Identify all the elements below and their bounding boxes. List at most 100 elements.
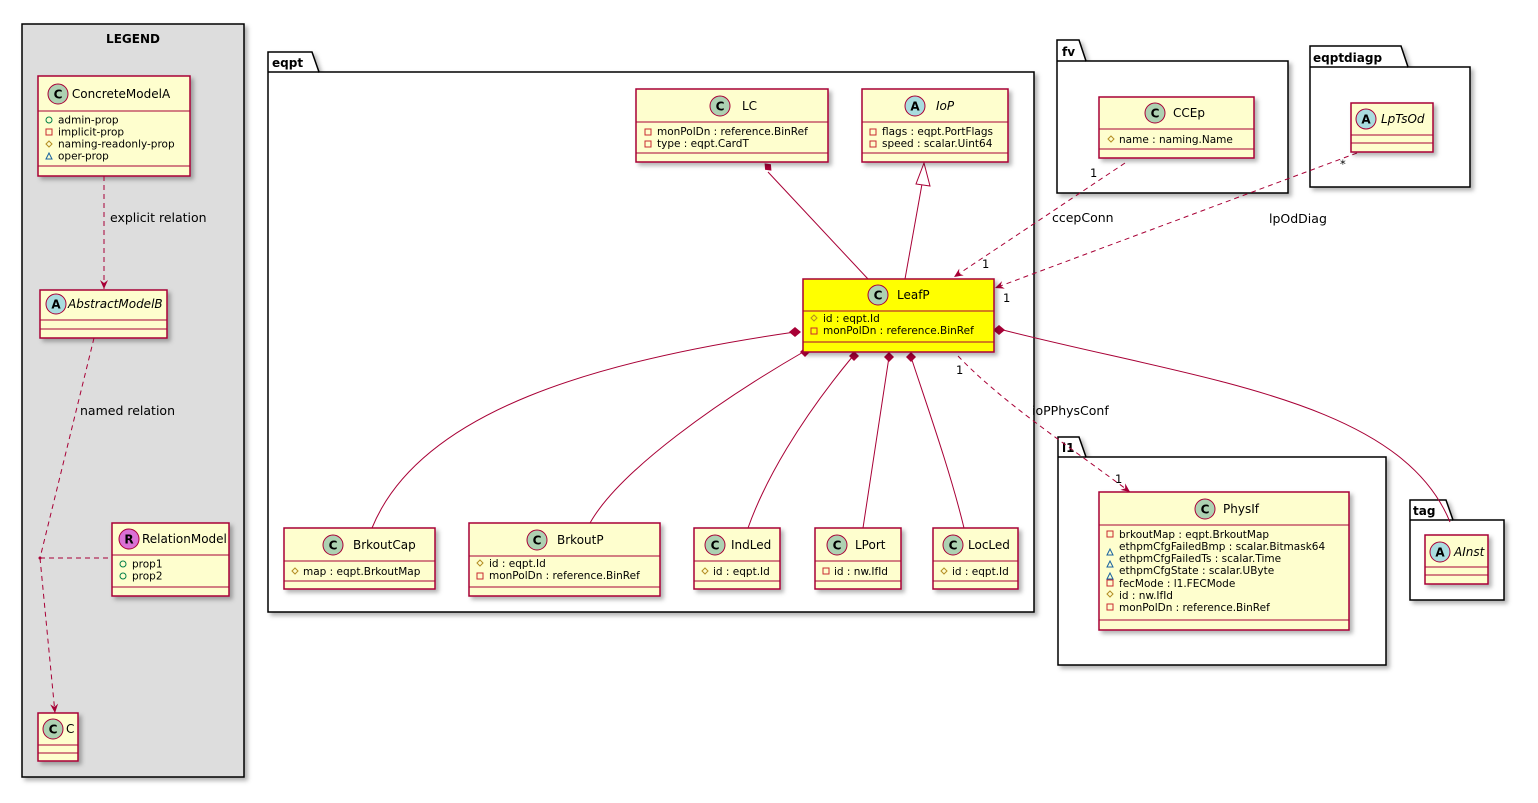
- attr-row: speed : scalar.Uint64: [882, 138, 993, 150]
- legend-abstract-class[interactable]: A AbstractModelB: [39, 289, 168, 339]
- class-a-icon: [1355, 108, 1377, 130]
- class-name: BrkoutCap: [353, 538, 416, 552]
- class-ccep[interactable]: C CCEp name : naming.Name: [1098, 96, 1255, 159]
- composition-diamond: [884, 352, 894, 362]
- package-name: tag: [1413, 504, 1435, 518]
- lpoddiag-arrow: [994, 152, 1358, 289]
- attr-row: id : eqpt.Id: [952, 566, 1009, 578]
- protected-visibility-icon: [45, 140, 53, 148]
- class-physif[interactable]: C PhysIf brkoutMap : eqpt.BrkoutMap ethp…: [1098, 491, 1350, 631]
- class-c-icon: [322, 534, 344, 556]
- class-name: C: [66, 722, 74, 736]
- class-c-icon-letter: C: [533, 534, 542, 548]
- private-visibility-icon: [644, 140, 652, 148]
- composition-diamond: [849, 351, 859, 361]
- multiplicity: 1: [1115, 472, 1122, 486]
- package-name: eqptdiagp: [1313, 51, 1382, 65]
- composition-line: [862, 356, 890, 529]
- class-name: RelationModel: [142, 532, 227, 546]
- package-eqpt: eqpt: [267, 51, 1035, 613]
- named-relation-label: named relation: [80, 403, 175, 418]
- class-name: ConcreteModelA: [72, 87, 171, 101]
- package-visibility-icon: [45, 151, 53, 160]
- composition-line: [371, 331, 796, 529]
- class-leafp[interactable]: C LeafP id : eqpt.Id monPolDn : referenc…: [802, 278, 995, 353]
- attr-row: ethpmCfgFailedTs : scalar.Time: [1119, 553, 1281, 565]
- public-visibility-icon: [119, 560, 127, 568]
- composition-line: [589, 350, 806, 524]
- attr-row: implicit-prop: [58, 127, 124, 139]
- class-c-icon: [1194, 498, 1216, 520]
- private-visibility-icon: [45, 128, 53, 136]
- legend-panel: LEGEND C ConcreteModelA admin-prop impli…: [21, 23, 245, 778]
- class-name: IndLed: [731, 538, 771, 552]
- private-visibility-icon: [810, 327, 818, 335]
- attr-row: prop1: [132, 559, 163, 571]
- private-visibility-icon: [1106, 579, 1114, 587]
- class-name: LocLed: [968, 538, 1010, 552]
- class-c-icon-letter: C: [716, 100, 725, 114]
- class-c-icon: [526, 529, 548, 551]
- package-visibility-icon: [1106, 547, 1114, 556]
- relation-label: ioPPhysConf: [1032, 403, 1109, 418]
- protected-visibility-icon: [476, 559, 484, 567]
- class-lptsod[interactable]: A LpTsOd: [1350, 102, 1434, 153]
- class-c-icon: [867, 284, 889, 306]
- relation-label: ccepConn: [1052, 210, 1114, 225]
- class-c-icon: [704, 534, 726, 556]
- legend-concrete-class[interactable]: C ConcreteModelA admin-prop implicit-pro…: [37, 75, 191, 177]
- composition-line: [747, 355, 854, 529]
- class-ainst[interactable]: A AInst: [1424, 534, 1489, 585]
- attr-row: fecMode : l1.FECMode: [1119, 578, 1235, 590]
- legend-relation-class[interactable]: R RelationModel prop1 prop2: [111, 522, 230, 597]
- private-visibility-icon: [822, 567, 830, 575]
- protected-visibility-icon: [1106, 590, 1114, 598]
- class-c-icon: [47, 83, 69, 105]
- class-indled[interactable]: C IndLed id : eqpt.Id: [693, 527, 781, 590]
- class-c-icon: [826, 534, 848, 556]
- class-name: LeafP: [897, 288, 930, 302]
- multiplicity: 1: [956, 363, 963, 377]
- multiplicity: 1: [1003, 291, 1010, 305]
- class-name: LPort: [855, 538, 886, 552]
- class-locled[interactable]: C LocLed id : eqpt.Id: [932, 527, 1019, 590]
- class-brkoutp[interactable]: C BrkoutP id : eqpt.Id monPolDn : refere…: [468, 522, 661, 597]
- attr-row: ethpmCfgFailedBmp : scalar.Bitmask64: [1119, 541, 1325, 553]
- composition-diamond: [764, 163, 772, 171]
- private-visibility-icon: [476, 572, 484, 580]
- attr-row: id : eqpt.Id: [489, 558, 546, 570]
- class-lc[interactable]: C LC monPolDn : reference.BinRef type : …: [635, 88, 829, 163]
- class-a-icon: [1429, 541, 1451, 563]
- class-iop[interactable]: A IoP flags : eqpt.PortFlags speed : sca…: [861, 88, 1009, 163]
- named-relation-line: [39, 337, 95, 559]
- protected-visibility-icon: [291, 567, 299, 575]
- private-visibility-icon: [869, 140, 877, 148]
- protected-visibility-icon: [810, 314, 818, 322]
- class-lport[interactable]: C LPort id : nw.IfId: [814, 527, 902, 590]
- class-a-icon-letter: A: [51, 298, 61, 312]
- class-c-icon-letter: C: [1151, 107, 1160, 121]
- generalization-arrowhead: [915, 161, 931, 187]
- class-name: BrkoutP: [557, 533, 604, 547]
- class-name: AbstractModelB: [67, 297, 163, 311]
- private-visibility-icon: [1106, 530, 1114, 538]
- class-c-icon-letter: C: [54, 88, 63, 102]
- composition-diamond: [789, 327, 801, 337]
- attr-row: name : naming.Name: [1119, 134, 1233, 146]
- class-a-icon: [45, 293, 67, 315]
- private-visibility-icon: [869, 128, 877, 136]
- package-name: eqpt: [272, 56, 303, 70]
- attr-row: id : nw.IfId: [834, 566, 888, 578]
- attr-row: naming-readonly-prop: [58, 139, 175, 151]
- protected-visibility-icon: [701, 567, 709, 575]
- attr-row: monPolDn : reference.BinRef: [489, 570, 640, 582]
- class-name: AInst: [1453, 545, 1486, 559]
- ioPPhysConf-arrow: [957, 355, 1131, 493]
- public-visibility-icon: [119, 572, 127, 580]
- class-c-icon: [709, 95, 731, 117]
- attr-row: prop2: [132, 571, 163, 583]
- public-visibility-icon: [45, 116, 53, 124]
- legend-c-class[interactable]: C C: [37, 712, 79, 762]
- class-brkoutcap[interactable]: C BrkoutCap map : eqpt.BrkoutMap: [283, 527, 436, 590]
